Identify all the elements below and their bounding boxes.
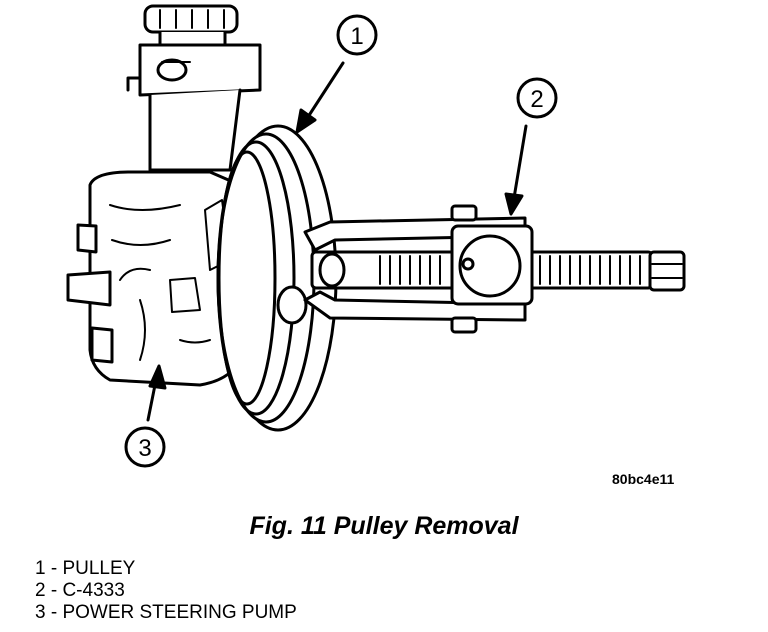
pulley-removal-illustration: 1 2 3 [66,4,686,468]
legend-item-tool: 2 - C-4333 [35,580,125,601]
callout-1-number: 1 [350,23,363,50]
callout-3-number: 3 [138,435,151,462]
reservoir [126,4,262,172]
callout-1 [295,14,378,134]
legend: 1 - PULLEY 2 - C-4333 3 - POWER STEERING… [35,558,297,624]
callout-3 [124,364,167,468]
callout-2 [504,77,558,216]
pulley [216,124,338,432]
callout-2-number: 2 [530,86,543,113]
power-steering-pump-body [66,170,242,387]
puller-tool-c-4333 [303,204,686,334]
image-reference-code: 80bc4e11 [612,471,675,487]
figure-caption: Fig. 11 Pulley Removal [249,512,519,540]
legend-item-pump: 3 - POWER STEERING PUMP [35,602,297,623]
legend-item-pulley: 1 - PULLEY [35,558,136,579]
